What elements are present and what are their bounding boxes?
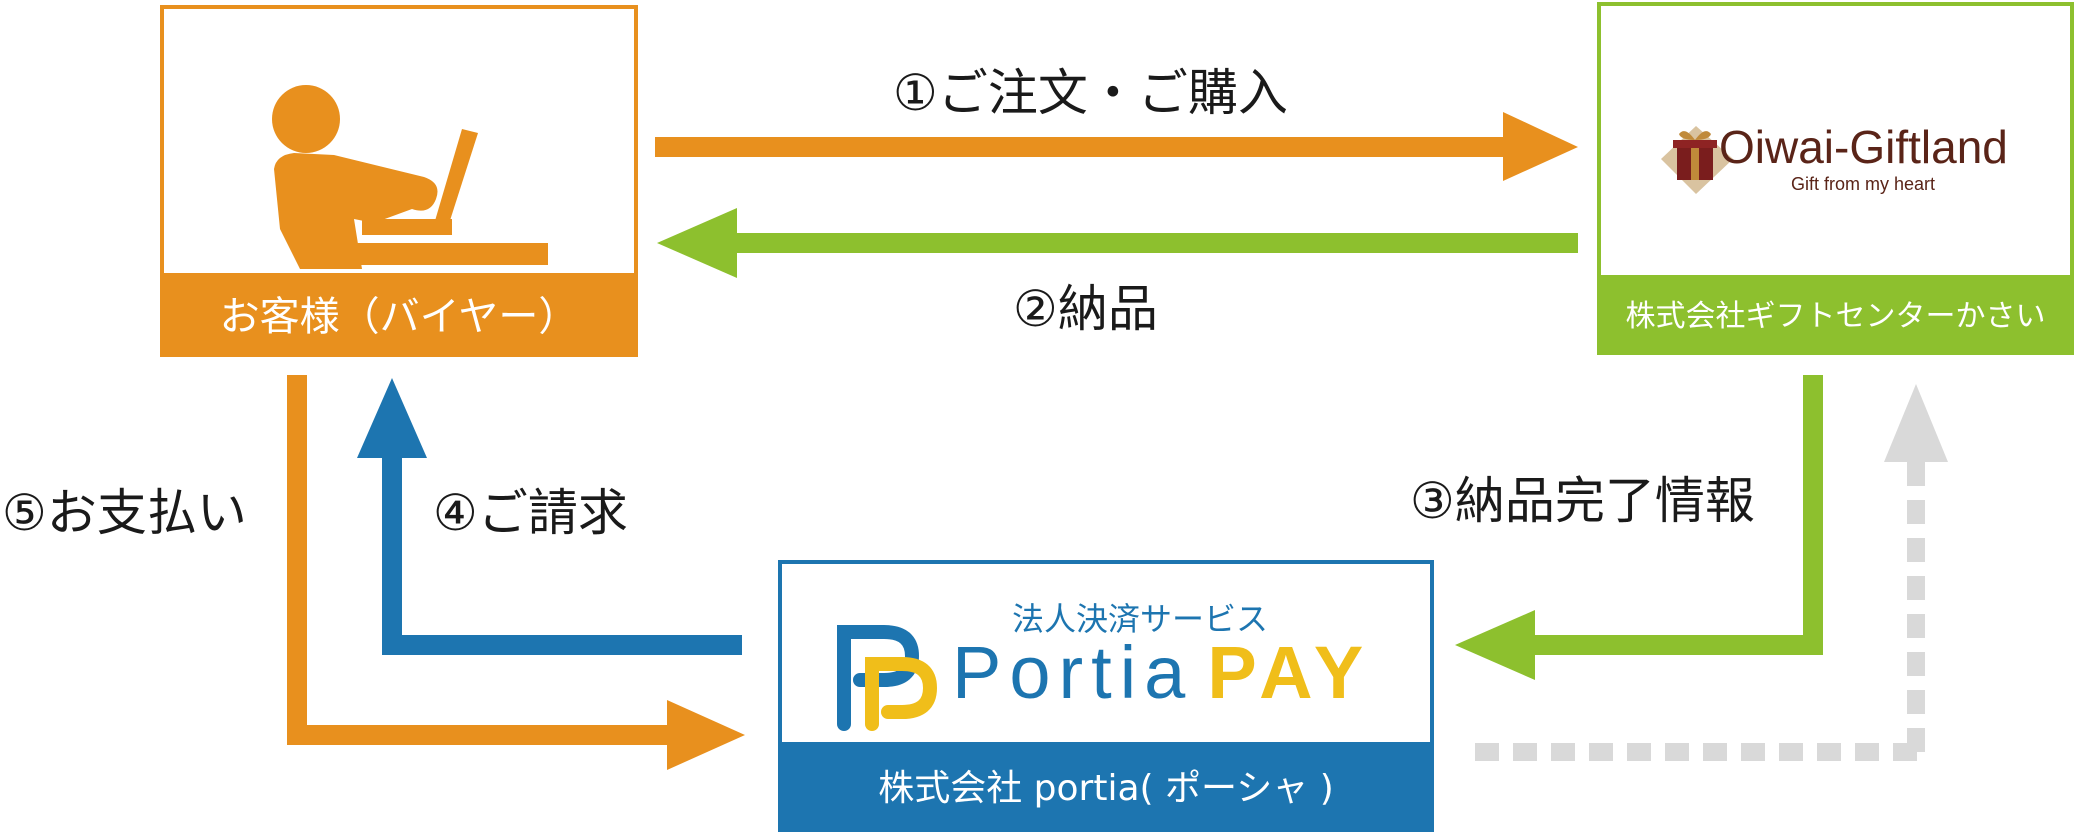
portia-service-label: 法人決済サービス [1012,600,1269,638]
seller-box: Oiwai-Giftland Gift from my heart 株式会社ギフ… [1597,2,2074,355]
arrow-payment [287,375,745,770]
portia-brand-first: Portia [952,631,1194,714]
seller-footer: 株式会社ギフトセンターかさい [1601,275,2070,351]
step-3-label: ③納品完了情報 [1410,472,1755,530]
seller-logo: Oiwai-Giftland Gift from my heart [1651,106,2031,226]
portia-brand-second: PAY [1207,631,1372,714]
portia-footer: 株式会社 portia( ポーシャ ) [782,742,1430,828]
step-1-label: ①ご注文・ご購入 [893,64,1288,122]
arrow-delivery [657,208,1578,278]
arrow-dotted-settlement [1475,384,1948,761]
arrow-order [655,112,1578,181]
step-5-label: ⑤お支払い [2,484,247,542]
portia-pp-logo-icon [837,625,938,731]
person-at-laptop-icon [272,85,548,269]
seller-logo-text: Oiwai-Giftland [1719,121,2008,173]
seller-label: 株式会社ギフトセンターかさい [1625,299,2046,334]
step-4-label: ④ご請求 [433,484,628,542]
seller-logo-tagline: Gift from my heart [1791,174,1936,194]
customer-footer: お客様（バイヤー） [164,273,634,353]
arrow-completion-info [1455,375,1823,680]
portia-label: 株式会社 portia( ポーシャ ) [878,768,1334,809]
customer-label: お客様（バイヤー） [219,294,579,340]
customer-box: お客様（バイヤー） [160,5,638,357]
step-2-label: ②納品 [1013,280,1158,338]
arrow-invoice [357,378,742,655]
gift-box-icon [1661,126,1733,194]
